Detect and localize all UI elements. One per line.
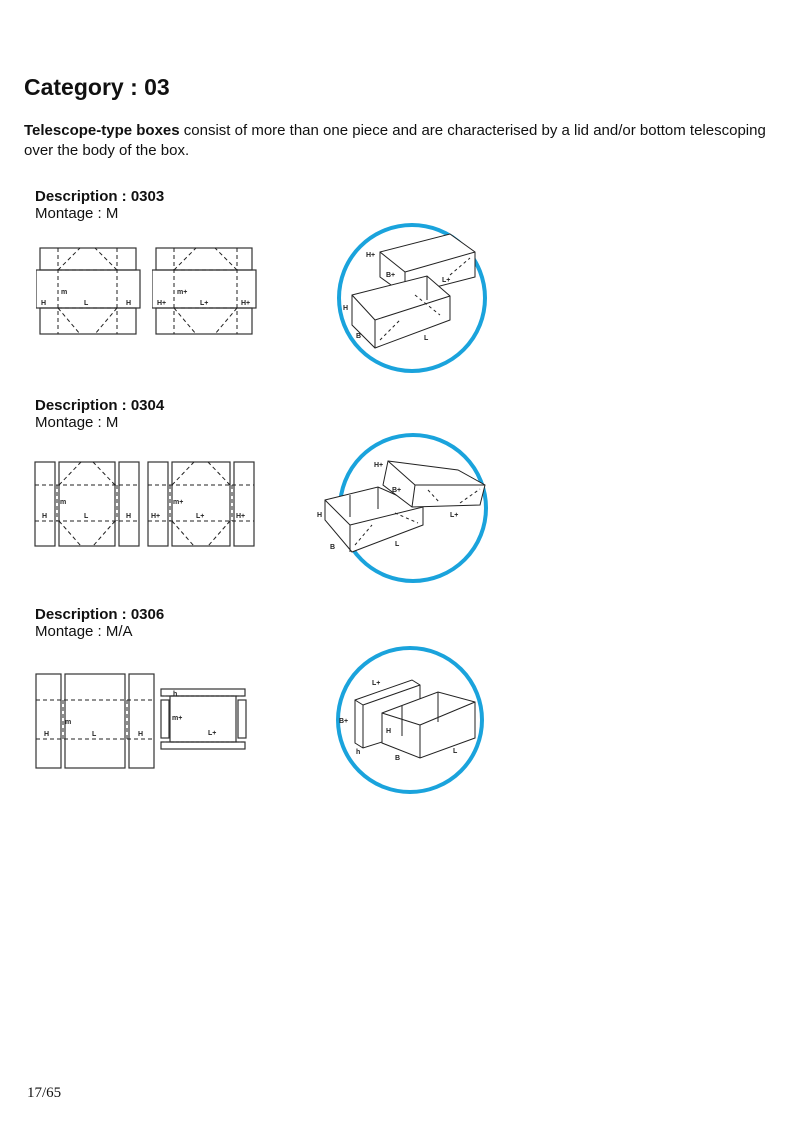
flat-diagram-body: H L H m [35,673,155,769]
flat-diagram-lid: H+ L+ H+ m+ [152,247,257,335]
svg-text:H+: H+ [157,300,166,307]
svg-text:H+: H+ [241,300,250,307]
intro-text: consist of more than one piece and are c… [24,122,766,159]
flat-diagram-body: H L H m [36,247,141,335]
svg-text:B: B [330,544,335,551]
svg-text:m+: m+ [177,289,187,296]
svg-text:L: L [84,513,89,520]
svg-text:H: H [126,513,131,520]
page-title: Category : 03 [24,74,170,100]
iso-diagram-0303: H+ B+ L+ H B L [337,223,487,373]
svg-text:L+: L+ [450,512,458,519]
svg-text:L: L [84,300,89,307]
intro-bold-term: Telescope-type boxes [24,122,180,139]
intro-paragraph: Telescope-type boxes consist of more tha… [24,121,784,161]
svg-text:H: H [42,513,47,520]
svg-text:m+: m+ [172,715,182,722]
montage-label: Montage : M/A [35,623,133,640]
svg-text:H: H [317,512,322,519]
svg-text:H: H [44,731,49,738]
description-title: Description : 0304 [35,397,165,414]
svg-text:h: h [173,691,177,698]
svg-text:B+: B+ [339,718,348,725]
svg-text:L+: L+ [442,277,450,284]
svg-text:B+: B+ [392,487,401,494]
svg-text:m: m [61,289,67,296]
iso-diagram-0304: H+ B+ L+ H B L [317,433,488,583]
svg-text:m+: m+ [173,499,183,506]
flat-diagram-lid: H+ L+ H+ m+ [147,461,255,547]
svg-text:L: L [395,541,400,548]
svg-text:B: B [356,333,361,340]
svg-text:L+: L+ [372,680,380,687]
svg-text:H: H [343,305,348,312]
svg-text:L: L [453,748,458,755]
svg-text:L: L [424,335,429,342]
description-title: Description : 0306 [35,606,165,623]
svg-text:h: h [356,749,360,756]
svg-text:L: L [92,731,97,738]
svg-text:H+: H+ [151,513,160,520]
svg-text:L+: L+ [208,730,216,737]
montage-label: Montage : M [35,414,119,431]
svg-text:L+: L+ [200,300,208,307]
svg-text:B: B [395,755,400,762]
iso-diagram-0306: L+ B+ H h B L [336,646,484,794]
flat-diagram-body: H L H m [34,461,140,547]
svg-text:m: m [65,719,71,726]
svg-text:H: H [386,728,391,735]
svg-text:H+: H+ [366,252,375,259]
svg-text:H: H [41,300,46,307]
svg-text:L+: L+ [196,513,204,520]
svg-text:H: H [138,731,143,738]
page-number: 17/65 [27,1085,62,1101]
description-title: Description : 0303 [35,188,165,205]
svg-text:m: m [60,499,66,506]
montage-label: Montage : M [35,205,119,222]
svg-text:H+: H+ [374,462,383,469]
svg-text:H+: H+ [236,513,245,520]
svg-text:H: H [126,300,131,307]
svg-text:B+: B+ [386,272,395,279]
flat-diagram-lid: L+ m+ h [160,688,247,750]
